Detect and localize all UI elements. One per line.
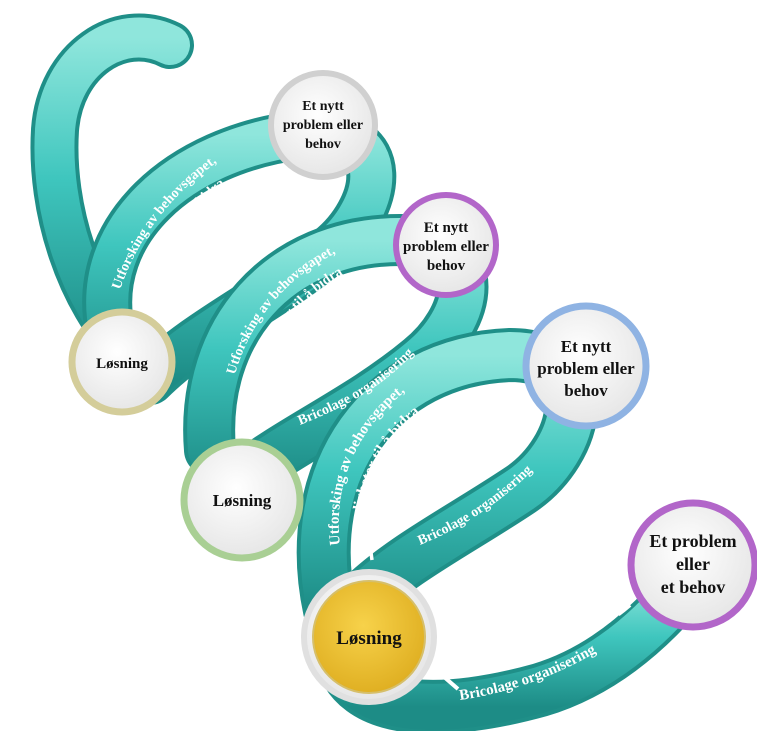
svg-text:Løsning: Løsning [213, 491, 272, 510]
svg-text:behov: behov [564, 381, 608, 400]
dashed-arrow-icon [439, 603, 632, 691]
solution-node-3: Løsning [301, 569, 437, 705]
svg-text:problem eller: problem eller [283, 118, 363, 133]
solution-node-1: Løsning [68, 308, 176, 416]
svg-text:problem eller: problem eller [403, 239, 489, 255]
need-node-third: Et nytt problem eller behov [522, 302, 650, 430]
svg-text:Et nytt: Et nytt [302, 99, 344, 114]
need-node-second: Et nytt problem eller behov [393, 192, 499, 298]
svg-text:Et problem: Et problem [649, 531, 736, 551]
svg-text:et behov: et behov [661, 577, 726, 597]
svg-text:eller: eller [676, 554, 710, 574]
need-node-top: Et nytt problem eller behov [268, 70, 378, 180]
solution-node-2: Løsning [180, 438, 304, 562]
svg-text:Løsning: Løsning [96, 356, 148, 372]
svg-text:Løsning: Løsning [336, 628, 402, 649]
svg-text:Et nytt: Et nytt [424, 220, 469, 236]
svg-text:behov: behov [305, 137, 341, 152]
problem-start-node: Et problem eller et behov [627, 499, 757, 631]
svg-text:behov: behov [427, 258, 466, 274]
svg-text:problem eller: problem eller [537, 359, 635, 378]
dashed-arrow-icon [367, 413, 459, 561]
svg-text:Et nytt: Et nytt [561, 337, 612, 356]
